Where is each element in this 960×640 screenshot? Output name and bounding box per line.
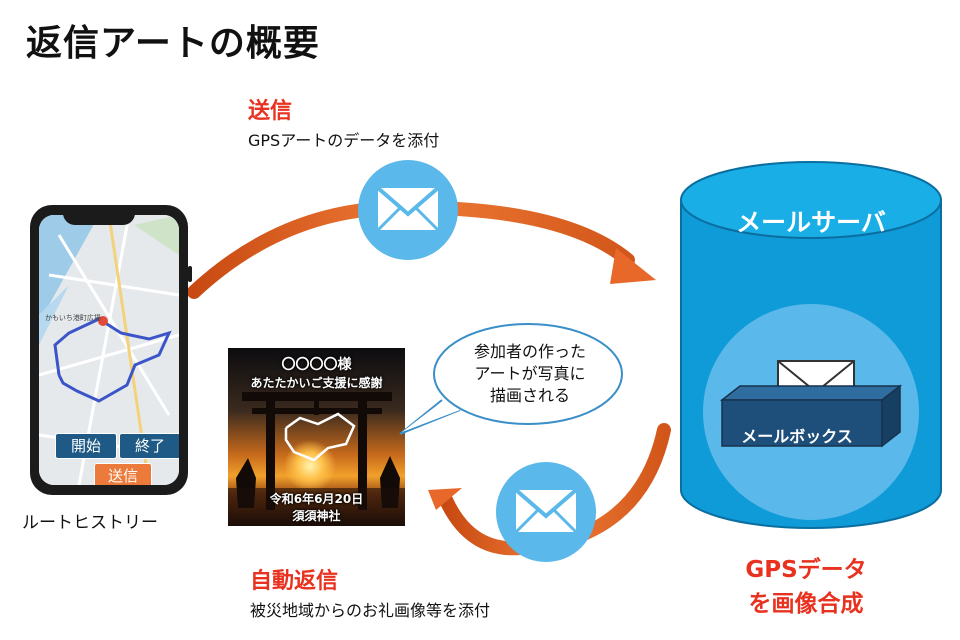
envelope-icon [514,488,578,534]
reply-description: 被災地域からのお礼画像等を添付 [250,601,491,620]
start-button[interactable]: 開始 [55,433,117,459]
synthesis-line-1: GPSデータ [745,557,867,583]
bubble-line-2: アートが写真に [474,364,586,383]
synthesis-line-2: を画像合成 [748,591,864,617]
art-shrine-text: 須須神社 [292,509,341,523]
reply-envelope-circle [496,462,596,562]
torii-gate-icon [242,392,392,510]
reply-heading: 自動返信 [250,569,339,594]
phone-notch [63,207,135,225]
send-description: GPSアートのデータを添付 [248,131,440,150]
gps-route-line [53,317,172,403]
speech-bubble-text: 参加者の作った アートが写真に 描画される [456,341,604,407]
synthesis-text: GPSデータ を画像合成 [700,553,912,621]
speech-bubble-icon [399,323,623,435]
send-heading: 送信 [248,99,293,124]
smartphone: かもいち港町広場 開始 終了 送信 [30,205,188,495]
phone-side-button [188,266,192,282]
art-thanks-text: あたたかいご支援に感謝 [250,376,383,390]
send-button[interactable]: 送信 [94,463,152,485]
send-arrow-head [610,248,656,284]
gps-art-overlay [284,412,356,462]
art-date-text: 令和6年6月20日 [269,492,364,506]
send-envelope-circle [358,160,458,260]
database-cylinder-icon [680,161,942,529]
phone-caption: ルートヒストリー [22,513,158,533]
mailbox-label: メールボックス [741,427,853,446]
envelope-icon [376,186,440,232]
art-recipient-text: 〇〇〇〇様 [281,357,352,373]
bubble-line-1: 参加者の作った [473,342,586,361]
phone-screen: かもいち港町広場 開始 終了 送信 [39,215,179,485]
server-label: メールサーバ [736,208,886,237]
page-title: 返信アートの概要 [26,23,320,64]
mailbox-box [719,384,903,448]
reply-art-image: 〇〇〇〇様 あたたかいご支援に感謝 令和6年6月20日 須須神社 [228,348,405,526]
map-place-label: かもいち港町広場 [45,314,101,322]
end-button[interactable]: 終了 [119,433,179,459]
sunset-torii-photo [228,348,405,526]
reply-arrow-head [428,488,462,510]
bubble-line-3: 描画される [489,386,570,405]
